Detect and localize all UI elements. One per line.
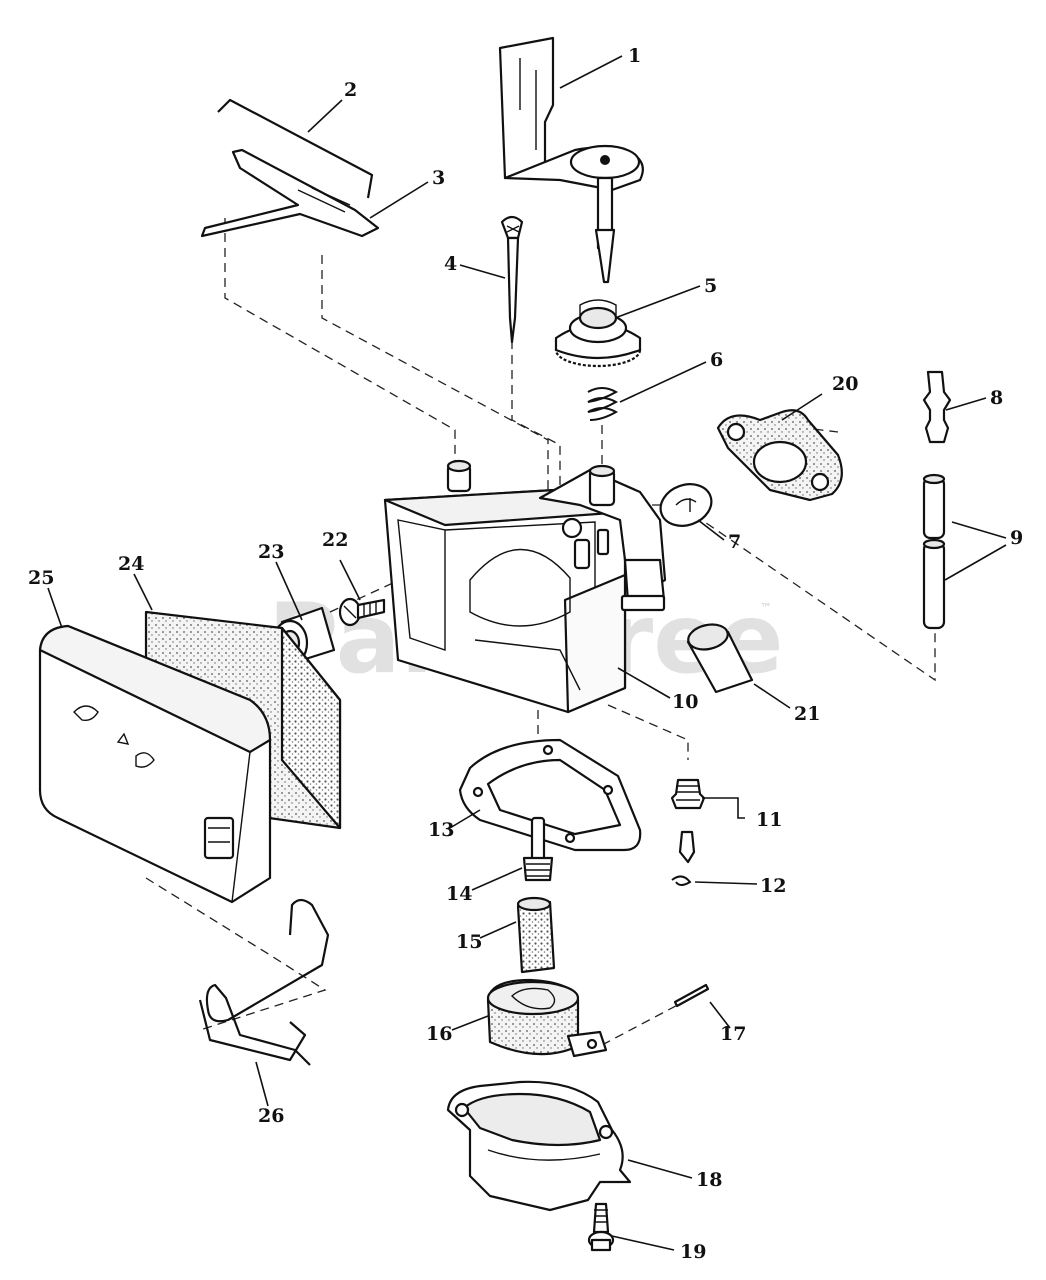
- part-2-link-rod: [217, 98, 374, 199]
- callout-22: 22: [322, 529, 348, 551]
- callout-25: 25: [28, 567, 54, 589]
- callout-3: 3: [432, 167, 445, 189]
- part-17-float-pin: [673, 983, 710, 1008]
- part-21-sleeve: [686, 623, 754, 694]
- callout-12: 12: [760, 875, 786, 897]
- assembly-lines: [145, 218, 936, 1046]
- callout-1: 1: [628, 45, 641, 67]
- callout-5: 5: [704, 275, 717, 297]
- callout-21: 21: [794, 703, 820, 725]
- callout-24: 24: [118, 553, 144, 575]
- part-18-float-bowl: [446, 1080, 632, 1212]
- part-15-screen: [516, 896, 556, 974]
- callout-8: 8: [990, 387, 1003, 409]
- callout-15: 15: [456, 931, 482, 953]
- callout-17: 17: [720, 1023, 746, 1045]
- callout-11: 11: [756, 809, 782, 831]
- callout-9: 9: [1010, 527, 1023, 549]
- part-14-emulsion-tube: [522, 816, 554, 882]
- part-9-tubes: [922, 473, 946, 630]
- part-8-fitting: [922, 370, 952, 444]
- callout-2: 2: [344, 79, 357, 101]
- part-22-screw: [338, 597, 386, 627]
- part-12-clip: [671, 875, 692, 886]
- callout-20: 20: [832, 373, 858, 395]
- part-4-needle-valve: [500, 215, 524, 344]
- part-16-float: [486, 978, 608, 1058]
- callout-4: 4: [444, 253, 457, 275]
- part-19-screw: [587, 1202, 615, 1252]
- callout-26: 26: [258, 1105, 284, 1127]
- callout-labels: 1 2 3 4 5 6 7 8 9 10 11 12 13 14 15 16 1…: [28, 45, 1023, 1263]
- part-13-bowl-gasket: [458, 738, 642, 852]
- part-10-carburetor-body: [383, 459, 667, 714]
- callout-16: 16: [426, 1023, 452, 1045]
- callout-14: 14: [446, 883, 472, 905]
- part-1-throttle-lever: [498, 36, 644, 284]
- part-25-air-cleaner-cover: [38, 624, 272, 904]
- watermark-trademark: ™: [760, 601, 772, 615]
- callout-19: 19: [680, 1241, 706, 1263]
- part-7-plate: [659, 483, 713, 527]
- part-26-bail-wire: [198, 898, 330, 1066]
- callout-23: 23: [258, 541, 284, 563]
- part-11-needle-seat: [670, 778, 706, 864]
- callout-6: 6: [710, 349, 723, 371]
- callout-7: 7: [728, 531, 741, 553]
- callout-13: 13: [428, 819, 454, 841]
- part-5-adjusting-knob: [554, 299, 642, 368]
- part-6-spring: [587, 387, 619, 421]
- part-3-choke-lever: [200, 148, 380, 238]
- callout-18: 18: [696, 1169, 722, 1191]
- callout-10: 10: [672, 691, 698, 713]
- part-20-gasket: [716, 409, 843, 502]
- leader-lines: [47, 55, 1007, 1251]
